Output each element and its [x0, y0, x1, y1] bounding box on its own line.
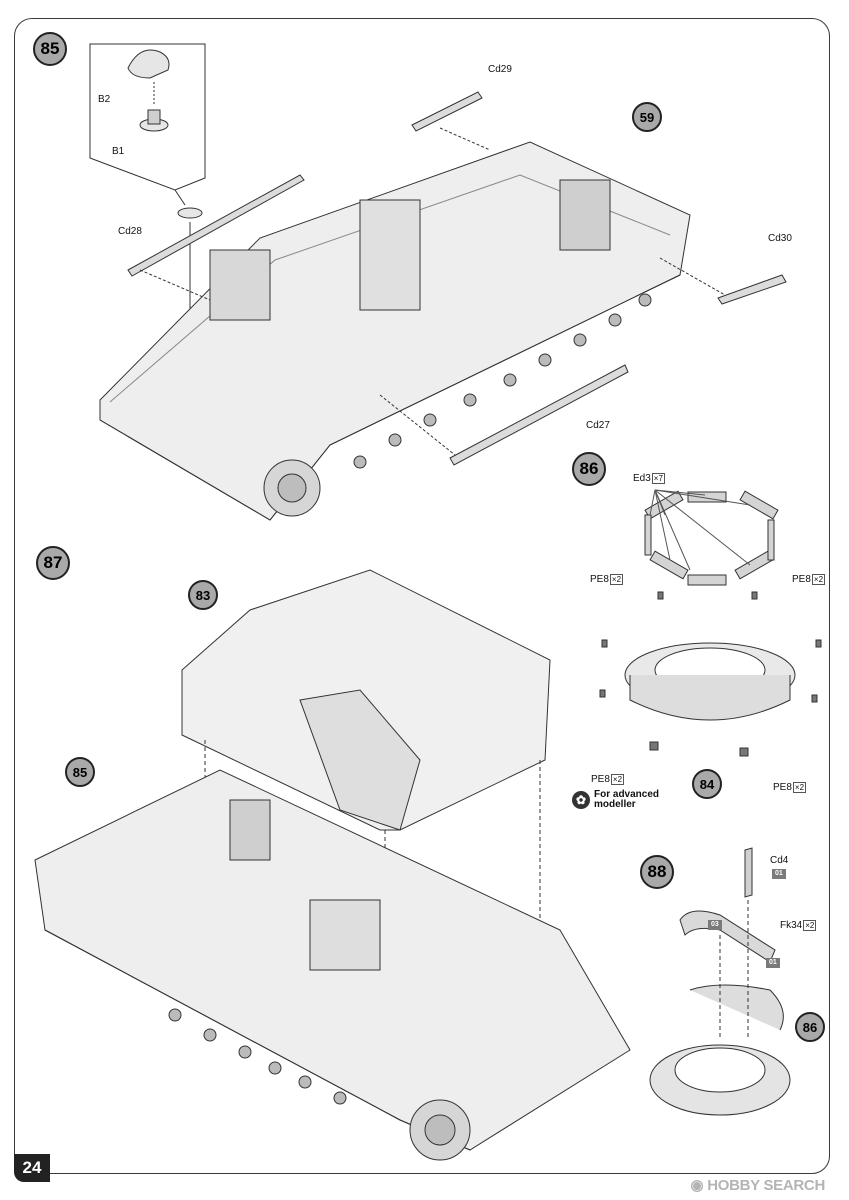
part-label-cd29: Cd29	[488, 64, 512, 75]
ref-callout-83: 83	[188, 580, 218, 610]
inset-box-b1-b2	[89, 43, 206, 191]
part-label-b2: B2	[98, 94, 111, 105]
part-label-pe8-top-left: PE8×2	[590, 574, 624, 586]
part-label-pe8-bottom-right: PE8×2	[773, 782, 807, 794]
ref-callout-85: 85	[65, 757, 95, 787]
part-label-fk34: Fk34×2	[780, 920, 817, 932]
advanced-note-line1: For advanced	[594, 789, 660, 800]
watermark-text: HOBBY SEARCH	[707, 1177, 825, 1194]
step-number-86: 86	[572, 452, 606, 486]
ref-callout-84: 84	[692, 769, 722, 799]
step-number-88: 88	[640, 855, 674, 889]
hobby-search-watermark: ◉ HOBBY SEARCH	[690, 1176, 826, 1194]
paint-code-tag-cd4: 01	[772, 869, 786, 879]
part-label-cd27: Cd27	[586, 420, 610, 431]
hobby-search-logo-icon: ◉	[690, 1177, 704, 1194]
part-label-cd30: Cd30	[768, 233, 792, 244]
part-label-ed3: Ed3×7	[633, 473, 665, 485]
page-number: 24	[14, 1154, 50, 1182]
ref-callout-86: 86	[795, 1012, 825, 1042]
part-label-b1: B1	[112, 146, 125, 157]
pe-parts-icon: ✿	[572, 791, 590, 809]
part-label-pe8-top-right: PE8×2	[792, 574, 826, 586]
step-number-85: 85	[33, 32, 67, 66]
part-label-cd4: Cd4	[770, 855, 789, 866]
part-label-pe8-bottom-left: PE8×2	[591, 774, 625, 786]
advanced-modeller-note: ✿ For advanced modeller	[572, 790, 659, 810]
quantity-ed3: ×7	[651, 473, 665, 484]
part-label-cd28: Cd28	[118, 226, 142, 237]
paint-code-tag-ring-inner: 03	[708, 920, 722, 930]
paint-code-tag-ring-outer: 01	[766, 958, 780, 968]
page-frame	[14, 18, 830, 1174]
step-number-87: 87	[36, 546, 70, 580]
ref-callout-59: 59	[632, 102, 662, 132]
advanced-note-line2: modeller	[594, 799, 636, 810]
